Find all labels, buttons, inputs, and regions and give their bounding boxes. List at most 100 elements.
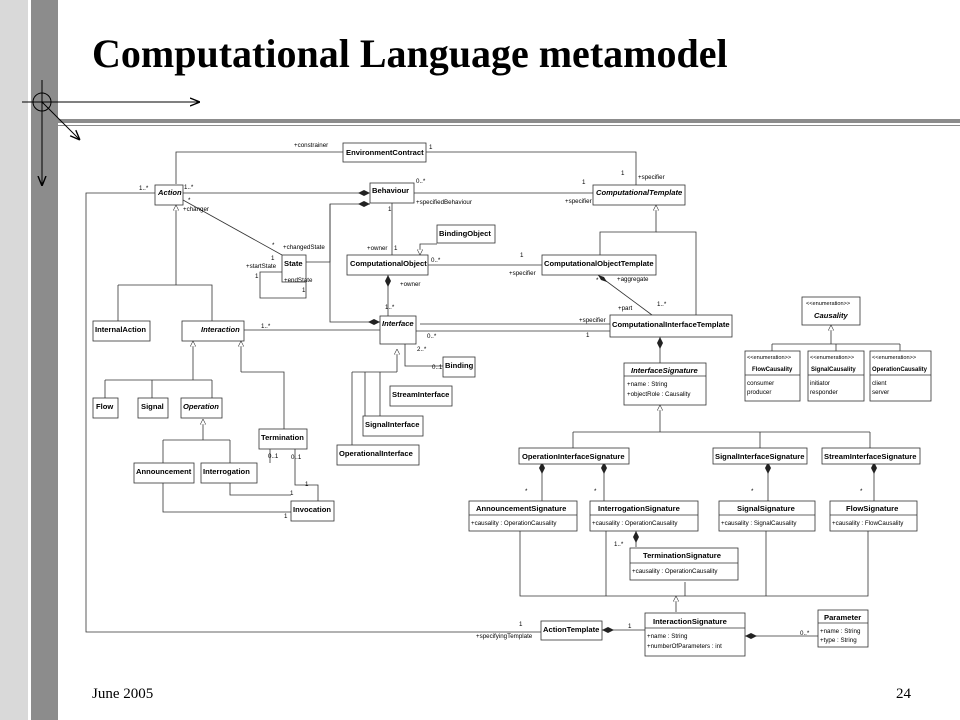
class-environment-contract: EnvironmentContract — [342, 142, 427, 163]
class-flow-signature: FlowSignature +causality : FlowCausality — [829, 500, 918, 532]
class-parameter: Parameter +name : String +type : String — [817, 609, 869, 648]
svg-text:ComputationalInterfaceTemplate: ComputationalInterfaceTemplate — [612, 320, 730, 329]
svg-text:0..*: 0..* — [800, 630, 810, 637]
svg-text:1: 1 — [394, 245, 398, 252]
svg-text:Parameter: Parameter — [824, 613, 861, 622]
svg-text:+causality : OperationCausalit: +causality : OperationCausality — [632, 568, 718, 575]
svg-text:responder: responder — [810, 389, 838, 396]
class-invocation: Invocation — [290, 500, 335, 522]
class-interrogation: Interrogation — [200, 462, 258, 484]
svg-text:*: * — [596, 277, 599, 284]
svg-text:0..1: 0..1 — [432, 364, 443, 371]
svg-text:0..*: 0..* — [427, 333, 437, 340]
svg-text:BindingObject: BindingObject — [439, 229, 491, 238]
svg-text:+name : String: +name : String — [647, 633, 688, 640]
svg-text:+aggregate: +aggregate — [617, 276, 649, 283]
class-action: Action — [154, 184, 184, 206]
svg-text:Action: Action — [157, 188, 182, 197]
slide-sidebar — [0, 0, 58, 720]
svg-text:1..*: 1..* — [184, 184, 194, 191]
svg-text:1..*: 1..* — [657, 301, 667, 308]
svg-text:+part: +part — [618, 305, 633, 312]
svg-text:+specifyingTemplate: +specifyingTemplate — [476, 633, 533, 640]
svg-text:1..*: 1..* — [614, 541, 624, 548]
svg-text:+causality : FlowCausality: +causality : FlowCausality — [832, 520, 904, 527]
footer-date: June 2005 — [92, 686, 154, 702]
svg-text:*: * — [860, 488, 863, 495]
svg-text:+specifier: +specifier — [579, 317, 606, 324]
svg-text:InternalAction: InternalAction — [95, 325, 146, 334]
class-interface: Interface — [379, 315, 417, 345]
association-labels: +constrainer 1 1 +specifier 1..* 1..* * … — [139, 142, 863, 640]
svg-text:+specifier: +specifier — [638, 174, 665, 181]
svg-text:1: 1 — [302, 287, 306, 294]
class-interaction-signature: InteractionSignature +name : String +num… — [644, 612, 746, 657]
svg-text:+causality : OperationCausalit: +causality : OperationCausality — [471, 520, 557, 527]
svg-text:FlowCausality: FlowCausality — [752, 367, 793, 373]
svg-text:1: 1 — [305, 481, 309, 488]
svg-text:Announcement: Announcement — [136, 467, 192, 476]
class-stream-interface: StreamInterface — [389, 385, 453, 407]
svg-text:+specifiedBehaviour: +specifiedBehaviour — [416, 199, 472, 206]
svg-text:1: 1 — [388, 206, 392, 213]
svg-text:Invocation: Invocation — [293, 505, 331, 514]
sidebar-strip-light — [0, 0, 28, 720]
svg-text:ComputationalTemplate: ComputationalTemplate — [596, 188, 683, 197]
svg-text:+endState: +endState — [284, 277, 313, 284]
svg-text:OperationInterfaceSignature: OperationInterfaceSignature — [522, 452, 625, 461]
svg-text:EnvironmentContract: EnvironmentContract — [346, 148, 424, 157]
class-computational-object: ComputationalObject — [346, 254, 429, 276]
slide-title: Computational Language metamodel — [92, 31, 728, 76]
svg-text:1: 1 — [290, 490, 294, 497]
svg-text:+owner: +owner — [400, 281, 420, 288]
svg-text:OperationalInterface: OperationalInterface — [339, 449, 413, 458]
svg-text:*: * — [525, 488, 528, 495]
svg-text:<<enumeration>>: <<enumeration>> — [872, 355, 916, 361]
svg-text:Signal: Signal — [141, 402, 164, 411]
class-operation: Operation — [180, 397, 223, 419]
svg-text:+specifier: +specifier — [509, 270, 536, 277]
svg-text:InterrogationSignature: InterrogationSignature — [598, 504, 680, 513]
enum-signal-causality: <<enumeration>> SignalCausality initiato… — [807, 350, 865, 402]
svg-text:1: 1 — [621, 170, 625, 177]
svg-text:2..*: 2..* — [417, 346, 427, 353]
class-stream-interface-signature: StreamInterfaceSignature — [821, 447, 921, 465]
svg-text:0..*: 0..* — [416, 178, 426, 185]
svg-text:*: * — [594, 488, 597, 495]
svg-text:InteractionSignature: InteractionSignature — [653, 617, 727, 626]
svg-text:InterfaceSignature: InterfaceSignature — [631, 366, 698, 375]
svg-text:<<enumeration>>: <<enumeration>> — [810, 355, 854, 361]
class-state: State — [281, 254, 307, 283]
class-signal-signature: SignalSignature +causality : SignalCausa… — [718, 500, 816, 532]
svg-text:Binding: Binding — [445, 361, 474, 370]
svg-text:Interaction: Interaction — [201, 325, 240, 334]
svg-text:+specifier: +specifier — [565, 198, 592, 205]
svg-text:OperationCausality: OperationCausality — [872, 367, 928, 373]
svg-text:<<enumeration>>: <<enumeration>> — [806, 301, 850, 307]
class-interrogation-signature: InterrogationSignature +causality : Oper… — [589, 500, 699, 532]
svg-text:Operation: Operation — [183, 402, 219, 411]
svg-text:1: 1 — [586, 332, 590, 339]
svg-text:<<enumeration>>: <<enumeration>> — [747, 355, 791, 361]
enum-causality: <<enumeration>> Causality — [801, 296, 861, 326]
svg-text:*: * — [188, 197, 191, 204]
svg-text:0..1: 0..1 — [268, 453, 279, 460]
class-termination: Termination — [258, 428, 308, 450]
enum-operation-causality: <<enumeration>> OperationCausality clien… — [869, 350, 932, 402]
svg-text:+owner: +owner — [367, 245, 387, 252]
class-signal-interface-signature: SignalInterfaceSignature — [712, 447, 808, 465]
svg-text:1: 1 — [255, 273, 259, 280]
class-binding-object: BindingObject — [436, 224, 496, 244]
svg-text:Flow: Flow — [96, 402, 113, 411]
svg-text:consumer: consumer — [747, 380, 774, 387]
svg-text:Behaviour: Behaviour — [372, 186, 409, 195]
sidebar-strip-white — [28, 0, 31, 720]
svg-text:1..*: 1..* — [139, 185, 149, 192]
svg-text:1: 1 — [519, 621, 523, 628]
svg-text:Causality: Causality — [814, 311, 849, 320]
svg-text:1: 1 — [520, 252, 524, 259]
svg-text:SignalInterfaceSignature: SignalInterfaceSignature — [715, 452, 804, 461]
svg-text:1: 1 — [284, 513, 288, 520]
svg-text:Termination: Termination — [261, 433, 304, 442]
svg-text:StreamInterfaceSignature: StreamInterfaceSignature — [824, 452, 916, 461]
